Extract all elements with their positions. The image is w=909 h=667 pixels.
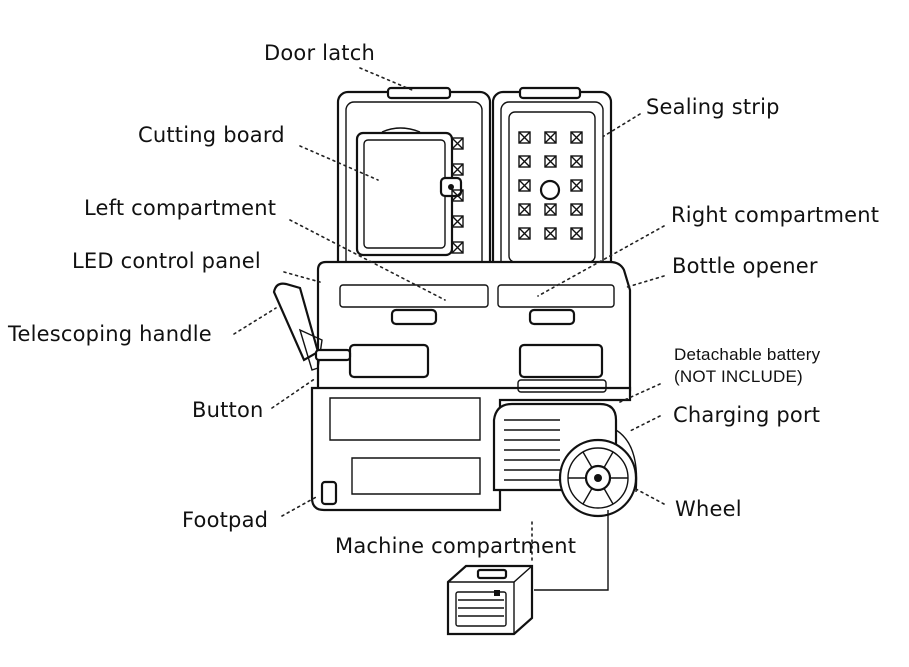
label-charging-port: Charging port (673, 403, 821, 427)
label-machine-compartment: Machine compartment (335, 534, 577, 558)
label-button: Button (192, 398, 264, 422)
label-right-compartment: Right compartment (671, 203, 880, 227)
grid-cell-3-1 (544, 203, 557, 216)
grid-cell-2-0 (518, 179, 531, 192)
grid-cell-2-0-cross (518, 179, 531, 192)
grid-cell-4-0-cross (518, 227, 531, 240)
telescoping-handle-shape (272, 282, 352, 371)
grid-cell-0-0 (518, 131, 531, 144)
grid-cell-0-0-cross (518, 131, 531, 144)
footpad-shape (320, 480, 338, 506)
grid-cell-4-1-cross (544, 227, 557, 240)
label-sealing-strip: Sealing strip (646, 95, 780, 119)
grid-cell-0-2-cross (570, 131, 583, 144)
grid-cell-0-2 (570, 131, 583, 144)
left-vent-3-cross (451, 215, 464, 228)
label-wheel: Wheel (675, 497, 742, 521)
grid-cell-4-1 (544, 227, 557, 240)
cooler-body (310, 260, 632, 512)
grid-cell-2-2 (570, 179, 583, 192)
left-vent-0 (451, 137, 464, 150)
label-bottle-opener: Bottle opener (672, 254, 818, 278)
right-lid-center-cap (539, 179, 561, 201)
wheel-shape (558, 429, 638, 518)
grid-cell-1-1 (544, 155, 557, 168)
left-vent-3 (451, 215, 464, 228)
right-lid-grid (518, 131, 583, 240)
left-vent-4 (451, 241, 464, 254)
cutting-board-shape (355, 127, 463, 257)
grid-cell-1-0 (518, 155, 531, 168)
grid-cell-1-2 (570, 155, 583, 168)
grid-cell-3-0 (518, 203, 531, 216)
left-lid-vents (451, 137, 464, 254)
grid-cell-0-1-cross (544, 131, 557, 144)
grid-cell-3-2-cross (570, 203, 583, 216)
label-detachable-battery: Detachable battery (674, 345, 821, 364)
battery-shape (446, 564, 534, 636)
grid-cell-0-1 (544, 131, 557, 144)
label-led-control-panel: LED control panel (72, 249, 261, 273)
grid-cell-3-0-cross (518, 203, 531, 216)
left-vent-2 (451, 189, 464, 202)
grid-cell-3-2 (570, 203, 583, 216)
leader-lines (233, 67, 665, 591)
grid-cell-4-2-cross (570, 227, 583, 240)
grid-cell-4-2 (570, 227, 583, 240)
label-not-include: (NOT INCLUDE) (674, 367, 803, 386)
grid-cell-1-0-cross (518, 155, 531, 168)
label-cutting-board: Cutting board (138, 123, 285, 147)
label-door-latch: Door latch (264, 41, 375, 65)
wheel-spoke-1 (603, 488, 614, 505)
label-telescoping-handle: Telescoping handle (8, 322, 212, 346)
wheel-spoke-5 (603, 451, 614, 468)
left-vent-2-cross (451, 189, 464, 202)
wheel-spoke-4 (582, 451, 593, 468)
grid-cell-2-2-cross (570, 179, 583, 192)
grid-cell-1-2-cross (570, 155, 583, 168)
grid-cell-3-1-cross (544, 203, 557, 216)
label-footpad: Footpad (182, 508, 269, 532)
left-vent-1-cross (451, 163, 464, 176)
grid-cell-1-1-cross (544, 155, 557, 168)
wheel-spoke-2 (582, 488, 593, 505)
left-vent-0-cross (451, 137, 464, 150)
label-left-compartment: Left compartment (84, 196, 277, 220)
grid-cell-4-0 (518, 227, 531, 240)
left-vent-1 (451, 163, 464, 176)
left-vent-4-cross (451, 241, 464, 254)
